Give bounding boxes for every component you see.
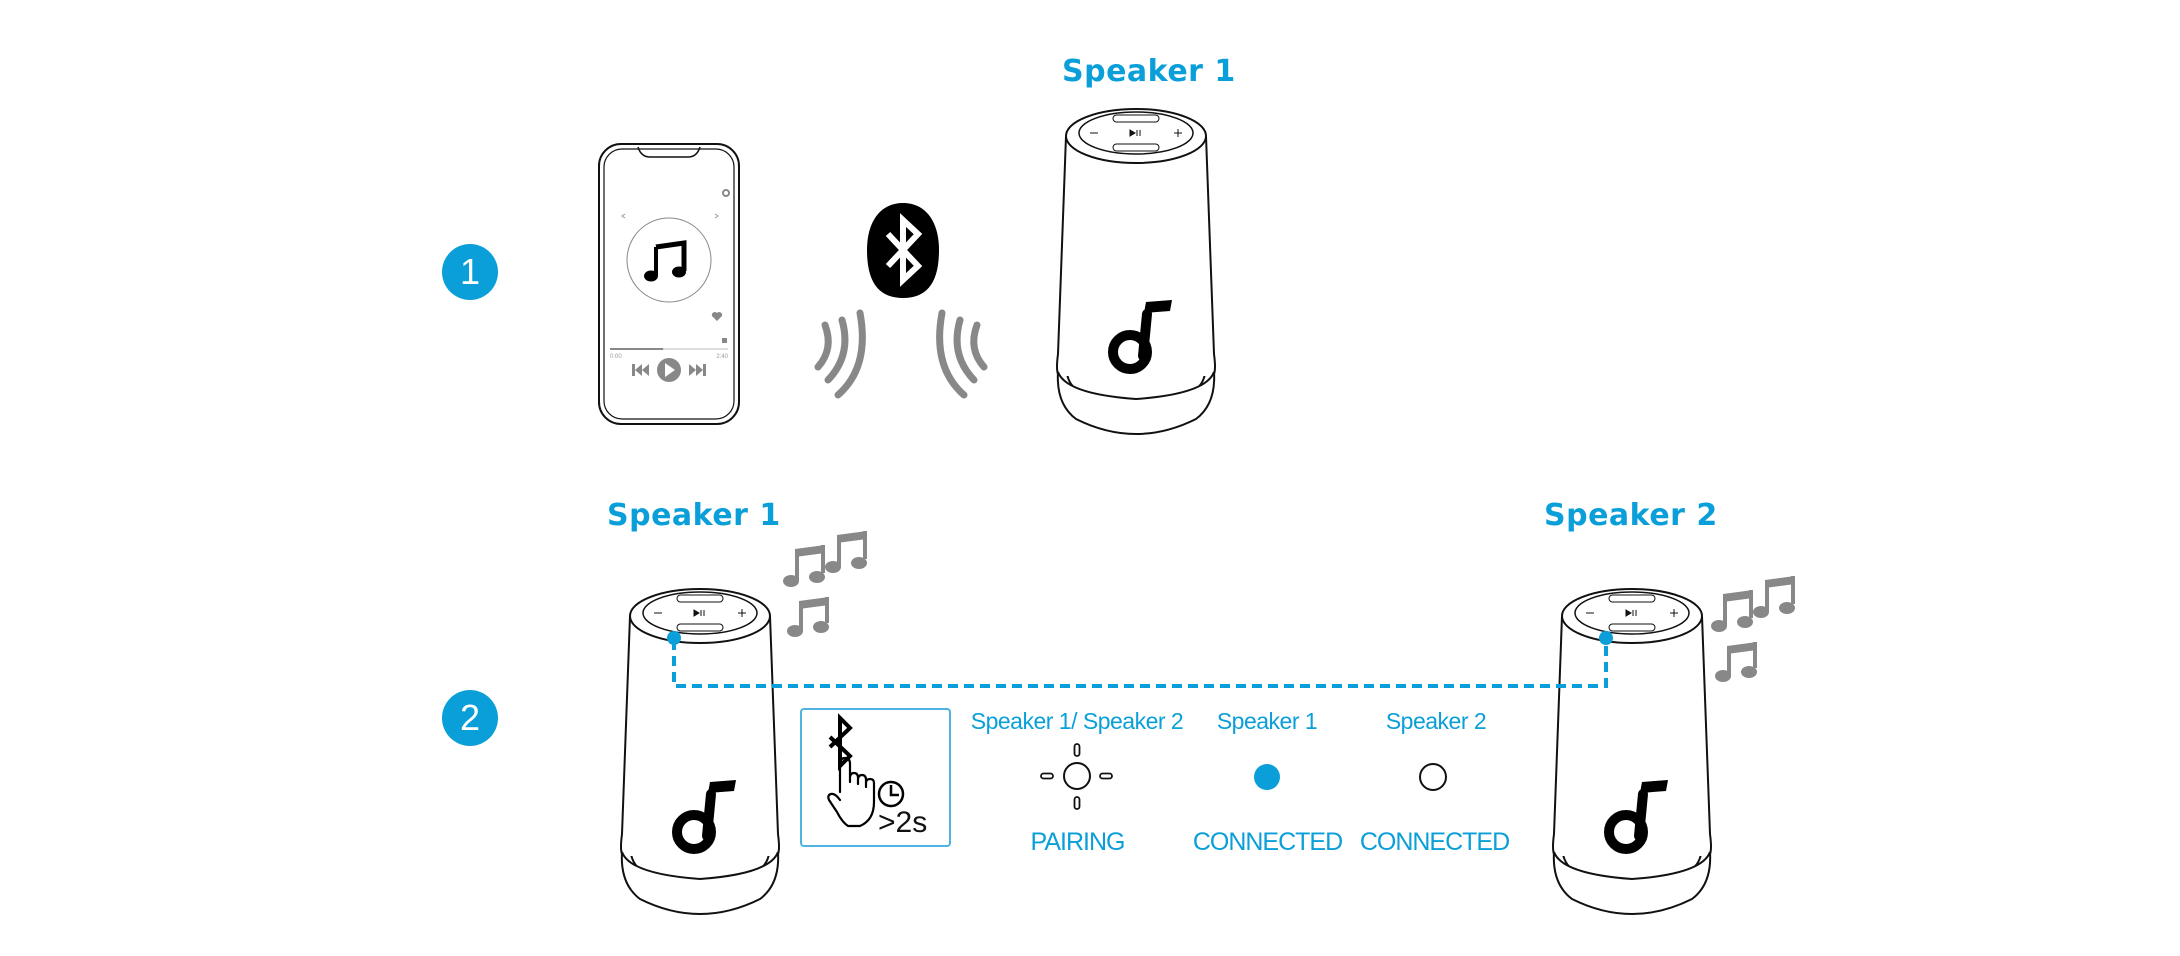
- bluetooth-icon: [867, 203, 939, 298]
- instruction-box: >2s: [800, 708, 951, 847]
- speaker-right-illustration: [1552, 588, 1712, 916]
- album-art-circle: [626, 217, 712, 303]
- time-total: 2:40: [716, 354, 728, 360]
- indicator-state-pairing: PAIRING: [1030, 828, 1126, 856]
- play-icon[interactable]: [598, 143, 740, 425]
- chevron-left-icon: [621, 213, 626, 219]
- music-note: [783, 575, 799, 587]
- time-elapsed: 0:00: [610, 354, 622, 360]
- music-note: [1765, 580, 1769, 612]
- music-note: [1727, 642, 1757, 654]
- next-icon[interactable]: [598, 143, 740, 425]
- indicator-state-speaker1: CONNECTED: [1192, 828, 1343, 856]
- music-note: [1791, 576, 1795, 604]
- hold-duration: >2s: [878, 806, 928, 839]
- control-top-buttons: [1112, 114, 1160, 123]
- music-note: [1749, 590, 1753, 618]
- speaker-base: [620, 851, 780, 916]
- music-note: [795, 545, 825, 557]
- gear-icon: [722, 189, 730, 197]
- music-note: [809, 571, 825, 583]
- music-note: [1753, 606, 1769, 618]
- led-solid-blue-icon: [1254, 764, 1280, 790]
- music-note: [837, 531, 867, 543]
- music-note: [1715, 670, 1731, 682]
- music-note: [825, 597, 829, 623]
- speaker-illustration: [1056, 108, 1216, 436]
- play-pause-icon: [693, 609, 705, 617]
- speaker-title-step1: Speaker 1: [1062, 54, 1236, 89]
- volume-up-icon: [1174, 129, 1182, 137]
- signal-waves-right-icon: [936, 309, 988, 399]
- step-badge-1: 1: [442, 244, 498, 300]
- music-note: [787, 625, 803, 637]
- music-note: [1779, 602, 1795, 614]
- speaker-left-illustration: [620, 588, 780, 916]
- music-note: [813, 621, 829, 633]
- music-note: [825, 561, 841, 573]
- control-bottom-buttons: [676, 623, 724, 632]
- volume-up-icon: [738, 609, 746, 617]
- indicator-label-speaker1: Speaker 1: [1216, 708, 1318, 734]
- led-off-icon: [1419, 763, 1447, 791]
- speaker-base: [1056, 371, 1216, 436]
- indicator-label-pairing: Speaker 1/ Speaker 2: [970, 708, 1184, 734]
- speaker-base: [1552, 851, 1712, 916]
- control-bottom-buttons: [1112, 143, 1160, 152]
- music-note: [1711, 620, 1727, 632]
- speaker-control-panel: [1574, 591, 1690, 635]
- indicator-state-speaker2: CONNECTED: [1359, 828, 1510, 856]
- music-note: [795, 549, 799, 581]
- previous-icon[interactable]: [598, 143, 740, 425]
- music-note: [799, 601, 803, 631]
- music-note: [1737, 616, 1753, 628]
- music-note: [1723, 590, 1753, 602]
- volume-up-icon: [1670, 609, 1678, 617]
- signal-waves-left-icon: [814, 309, 866, 399]
- control-top-buttons: [1608, 594, 1656, 603]
- progress-bar[interactable]: [598, 143, 740, 425]
- chevron-right-icon: [714, 213, 719, 219]
- music-note: [837, 535, 841, 567]
- heart-icon: [711, 312, 723, 321]
- speaker-control-panel: [642, 591, 758, 635]
- music-note: [799, 597, 829, 609]
- speaker-control-panel: [1078, 111, 1194, 155]
- step-badge-2: 2: [442, 690, 498, 746]
- indicator-label-speaker2: Speaker 2: [1385, 708, 1487, 734]
- play-pause-icon: [1625, 609, 1637, 617]
- list-icon: [722, 338, 727, 343]
- speaker-title-right: Speaker 2: [1544, 498, 1718, 533]
- hand-press-icon: [827, 756, 876, 828]
- control-bottom-buttons: [1608, 623, 1656, 632]
- play-pause-icon: [1129, 129, 1141, 137]
- control-top-buttons: [676, 594, 724, 603]
- music-note: [1753, 642, 1757, 668]
- bluetooth-icon: [828, 713, 853, 771]
- clock-icon: [877, 780, 905, 808]
- music-note: [1723, 594, 1727, 626]
- music-note: [863, 531, 867, 559]
- music-note: [821, 545, 825, 573]
- music-note: [1741, 666, 1757, 678]
- led-blinking-icon: [1040, 743, 1113, 810]
- speaker-title-left: Speaker 1: [607, 498, 781, 533]
- music-note: [1765, 576, 1795, 588]
- music-note: [1727, 646, 1731, 676]
- music-note: [851, 557, 867, 569]
- music-notes-right-icon: [1711, 576, 1795, 682]
- smartphone: 0:00 2:40: [598, 143, 740, 425]
- music-note-icon: [644, 240, 687, 282]
- music-notes-left-icon: [783, 531, 867, 637]
